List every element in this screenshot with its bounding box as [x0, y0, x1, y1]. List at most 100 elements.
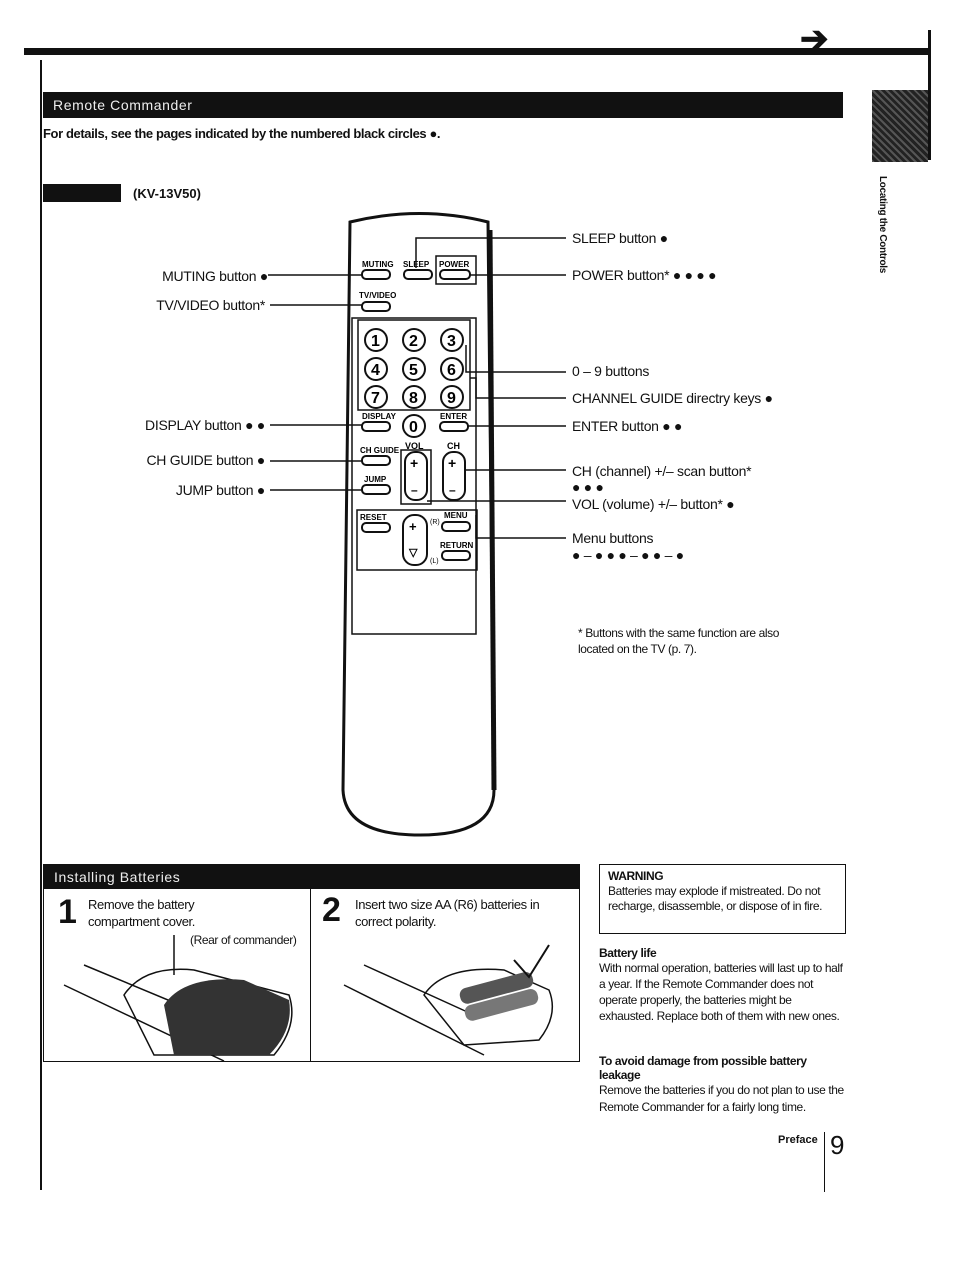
- digit-8-label: 8: [409, 390, 418, 407]
- digit-9-label: 9: [447, 390, 456, 407]
- battery-cover-shading: [164, 979, 290, 1055]
- side-section-label: Locating the Controls: [877, 176, 888, 274]
- muting-button[interactable]: [361, 269, 391, 280]
- callout-sleep: SLEEP button ●: [572, 230, 668, 246]
- step1-number: 1: [58, 893, 77, 931]
- digit-0-label: 0: [409, 419, 418, 436]
- reset-button[interactable]: [361, 522, 391, 533]
- menu-r-label: (R): [430, 519, 440, 526]
- insert-arrow-icon: [513, 944, 550, 979]
- reset-key-label: RESET: [360, 513, 387, 522]
- model-number: (KV-13V50): [133, 186, 201, 201]
- page-number: 9: [830, 1130, 845, 1160]
- callout-channel-guide: CHANNEL GUIDE directry keys ●: [572, 390, 773, 406]
- avoid-damage-block: To avoid damage from possible battery le…: [599, 1054, 844, 1116]
- left-margin-rule: [40, 60, 42, 1190]
- step1-text: Remove the battery compartment cover.: [88, 897, 195, 929]
- digit-5-key[interactable]: [402, 357, 426, 381]
- callout-ch-scan: CH (channel) +/– scan button*: [572, 463, 752, 479]
- vol-rocker[interactable]: [404, 451, 428, 501]
- left-leaders: [268, 274, 362, 491]
- right-rule: [928, 30, 931, 160]
- menu-button[interactable]: [441, 521, 471, 532]
- vol-key-label: VOL: [405, 441, 424, 451]
- digit-5-label: 5: [409, 362, 418, 379]
- callout-vol: VOL (volume) +/– button* ●: [572, 496, 735, 512]
- digit-6-label: 6: [447, 362, 456, 379]
- ch-minus-icon: –: [449, 483, 456, 497]
- right-leaders: [415, 237, 566, 539]
- avoid-damage-title: To avoid damage from possible battery le…: [599, 1054, 807, 1082]
- battery-aa-2: [464, 989, 539, 1021]
- menu-plus-icon: +: [409, 519, 417, 534]
- callout-chguide: CH GUIDE button ●: [146, 452, 265, 468]
- step2-number: 2: [322, 891, 341, 929]
- digit-2-label: 2: [409, 333, 418, 350]
- battery-life-block: Battery life With normal operation, batt…: [599, 946, 844, 1024]
- digit-8-key[interactable]: [402, 385, 426, 409]
- digit-keys: 1 2 3 4 5 6 7 8 9 0: [364, 328, 464, 438]
- footer-section: Preface: [778, 1134, 818, 1146]
- battery-life-text: With normal operation, batteries will la…: [599, 961, 843, 1023]
- vol-minus-icon: –: [411, 483, 418, 497]
- digit-7-key[interactable]: [364, 385, 388, 409]
- ch-plus-icon: +: [448, 455, 456, 471]
- callout-muting: MUTING button ●: [162, 268, 268, 284]
- return-key-label: RETURN: [440, 541, 474, 550]
- step2-text: Insert two size AA (R6) batteries in cor…: [355, 897, 540, 929]
- power-button[interactable]: [439, 269, 471, 280]
- digit-0-key[interactable]: [402, 414, 426, 438]
- digit-3-key[interactable]: [440, 328, 464, 352]
- power-key-label: POWER: [439, 260, 469, 269]
- digit-2-key[interactable]: [402, 328, 426, 352]
- callout-ch-scan-refs: ● ● ●: [572, 479, 604, 495]
- digit-4-key[interactable]: [364, 357, 388, 381]
- return-button[interactable]: [441, 550, 471, 561]
- display-button[interactable]: [361, 421, 391, 432]
- chguide-key-label: CH GUIDE: [360, 446, 400, 455]
- jump-key-label: JUMP: [364, 475, 387, 484]
- callout-menu: Menu buttons: [572, 530, 654, 546]
- callout-jump: JUMP button ●: [175, 482, 265, 498]
- warning-title: WARNING: [608, 869, 664, 883]
- callout-tvvideo: TV/VIDEO button*: [156, 297, 265, 313]
- callout-menu-refs: ● – ● ● ● – ● ● – ●: [572, 547, 684, 563]
- digit-9-key[interactable]: [440, 385, 464, 409]
- section-title-bar: Remote Commander: [43, 92, 843, 118]
- tvvideo-key-label: TV/VIDEO: [359, 291, 396, 300]
- chguide-button[interactable]: [361, 455, 391, 466]
- battery-illustrations: [63, 935, 554, 1061]
- battery-life-title: Battery life: [599, 946, 657, 960]
- next-page-arrow-icon: ➔: [800, 20, 829, 58]
- footer-rule: [824, 1132, 825, 1192]
- digit-3-label: 3: [447, 333, 456, 350]
- display-key-label: DISPLAY: [362, 412, 397, 421]
- warning-text: Batteries may explode if mistreated. Do …: [608, 884, 823, 913]
- digit-1-label: 1: [371, 333, 380, 350]
- avoid-damage-text: Remove the batteries if you do not plan …: [599, 1083, 844, 1114]
- muting-key-label: MUTING: [362, 260, 394, 269]
- digit-6-key[interactable]: [440, 357, 464, 381]
- enter-button[interactable]: [439, 421, 469, 432]
- callout-display: DISPLAY button ● ●: [145, 417, 265, 433]
- menu-rocker[interactable]: [402, 514, 428, 566]
- install-title-bar: Installing Batteries: [44, 865, 579, 889]
- step-divider: [310, 889, 311, 1061]
- model-badge: [43, 184, 121, 202]
- menu-key-label: MENU: [444, 511, 468, 520]
- jump-button[interactable]: [361, 484, 391, 495]
- vol-plus-icon: +: [410, 455, 418, 471]
- ch-rocker[interactable]: [442, 451, 466, 501]
- menu-l-label: (L): [430, 558, 439, 565]
- digit-7-label: 7: [371, 390, 380, 407]
- menu-down-icon: ▽: [408, 547, 418, 559]
- digit-1-key[interactable]: [364, 328, 388, 352]
- sleep-button[interactable]: [403, 269, 433, 280]
- footnote: * Buttons with the same function are als…: [578, 626, 780, 656]
- tvvideo-button[interactable]: [361, 301, 391, 312]
- intro-text: For details, see the pages indicated by …: [43, 126, 441, 141]
- callout-power: POWER button* ● ● ● ●: [572, 267, 717, 283]
- warning-box: WARNING Batteries may explode if mistrea…: [599, 864, 846, 934]
- side-thumb-tab: [872, 90, 928, 162]
